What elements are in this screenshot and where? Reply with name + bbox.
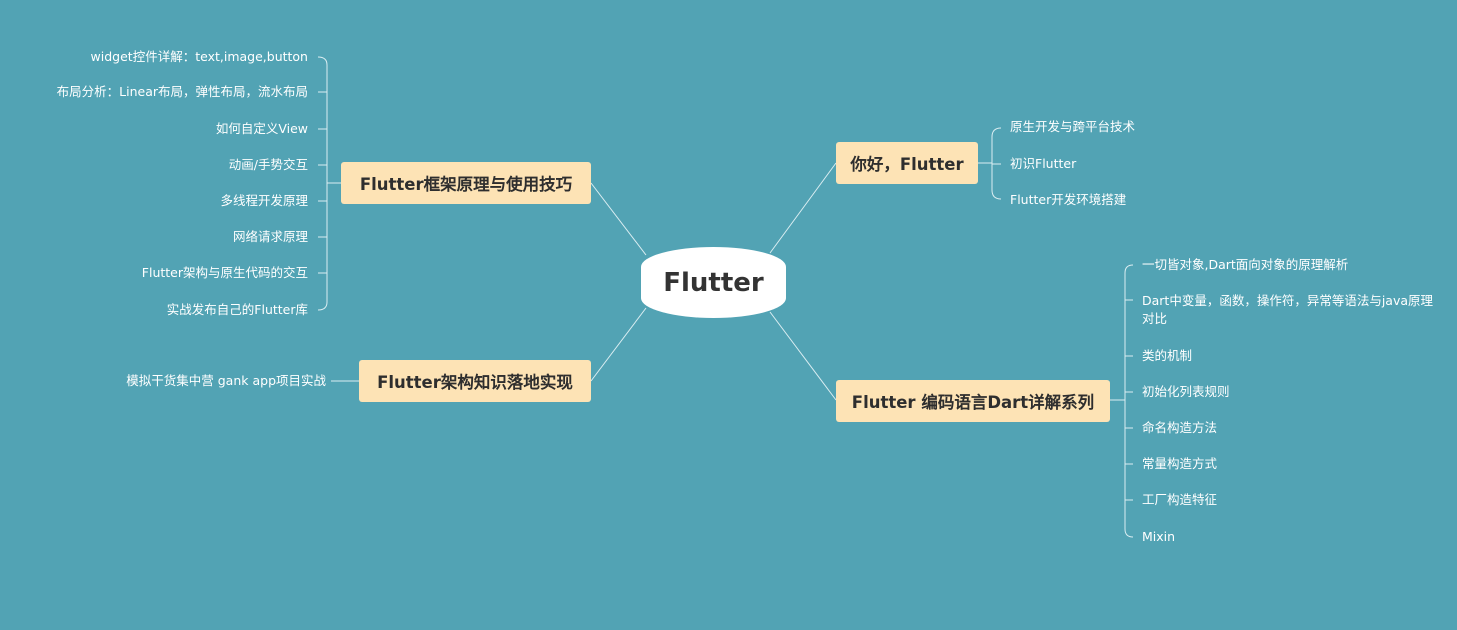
leaf-framework-2[interactable]: 布局分析：Linear布局，弹性布局，流水布局 [56,84,308,99]
leaf-dart-5[interactable]: 命名构造方法 [1142,420,1218,435]
leaf-dart-3[interactable]: 类的机制 [1142,348,1193,363]
connector-center-architecture [590,307,647,382]
leaf-dart-8[interactable]: Mixin [1142,529,1176,544]
leaf-framework-3[interactable]: 如何自定义View [215,121,308,136]
leaf-greeting-1[interactable]: 原生开发与跨平台技术 [1010,119,1136,134]
leaf-architecture-1[interactable]: 模拟干货集中营 gank app项目实战 [126,373,326,388]
leaf-framework-7[interactable]: Flutter架构与原生代码的交互 [141,265,308,280]
branch-architecture[interactable]: Flutter架构知识落地实现 [359,360,591,402]
leaf-framework-1[interactable]: widget控件详解：text,image,button [90,49,308,64]
leaf-dart-7[interactable]: 工厂构造特征 [1142,492,1218,507]
leaf-greeting-3[interactable]: Flutter开发环境搭建 [1010,192,1127,207]
leaf-dart-2[interactable]: Dart中变量，函数，操作符，异常等语法与java原理对比 [1142,293,1434,326]
connector-center-greeting [769,162,837,254]
leaf-dart-1[interactable]: 一切皆对象,Dart面向对象的原理解析 [1142,257,1349,272]
bracket-framework [317,56,341,311]
bracket-dart [1110,264,1134,538]
branch-dart[interactable]: Flutter 编码语言Dart详解系列 [836,380,1110,422]
branch-greeting[interactable]: 你好，Flutter [836,142,978,184]
leaf-dart-4[interactable]: 初始化列表规则 [1142,384,1230,399]
leaf-framework-8[interactable]: 实战发布自己的Flutter库 [166,302,308,317]
leaf-framework-5[interactable]: 多线程开发原理 [220,193,308,208]
leaf-framework-4[interactable]: 动画/手势交互 [228,157,308,172]
connector-center-dart [769,311,837,401]
leaf-dart-6[interactable]: 常量构造方式 [1142,456,1218,471]
center-topic-flutter[interactable]: Flutter [641,247,786,318]
connector-center-framework [590,182,647,256]
leaf-greeting-2[interactable]: 初识Flutter [1010,156,1077,171]
leaf-framework-6[interactable]: 网络请求原理 [232,229,308,244]
bracket-greeting [978,127,1002,200]
branch-framework[interactable]: Flutter框架原理与使用技巧 [341,162,591,204]
